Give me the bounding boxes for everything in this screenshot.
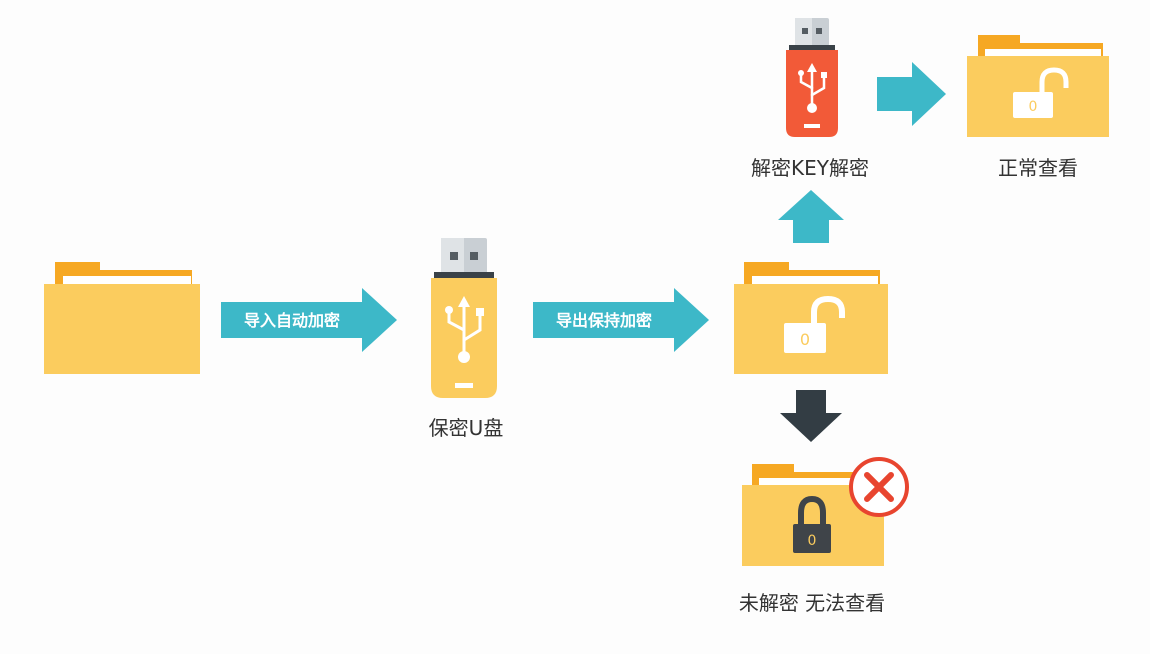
secure-usb-label: 保密U盘 <box>428 416 504 440</box>
normal-view-label: 正常查看 <box>998 156 1078 180</box>
export-arrow: 导出保持加密 <box>533 288 709 352</box>
decrypt-key-usb-drive-icon <box>786 18 838 137</box>
middle-unlocked-folder-icon: 0 <box>734 262 888 374</box>
up-arrow <box>778 190 844 243</box>
source-folder-icon <box>44 262 200 374</box>
open-padlock-icon: 0 <box>1013 67 1069 118</box>
lock-digit: 0 <box>800 330 810 349</box>
right-arrow <box>877 62 946 126</box>
import-arrow: 导入自动加密 <box>221 288 397 352</box>
lock-digit: 0 <box>808 533 817 549</box>
secure-usb-drive-icon <box>431 238 497 398</box>
import-arrow-label: 导入自动加密 <box>244 311 340 330</box>
closed-padlock-icon: 0 <box>793 495 831 553</box>
open-padlock-icon: 0 <box>784 295 845 353</box>
decrypt-key-label: 解密KEY解密 <box>751 156 869 180</box>
export-arrow-label: 导出保持加密 <box>556 311 652 330</box>
x-circle-icon <box>849 457 909 517</box>
result-unlocked-folder-icon: 0 <box>967 35 1109 137</box>
not-decrypted-label: 未解密 无法查看 <box>738 591 886 615</box>
lock-digit: 0 <box>1029 99 1038 115</box>
down-arrow <box>780 390 842 442</box>
